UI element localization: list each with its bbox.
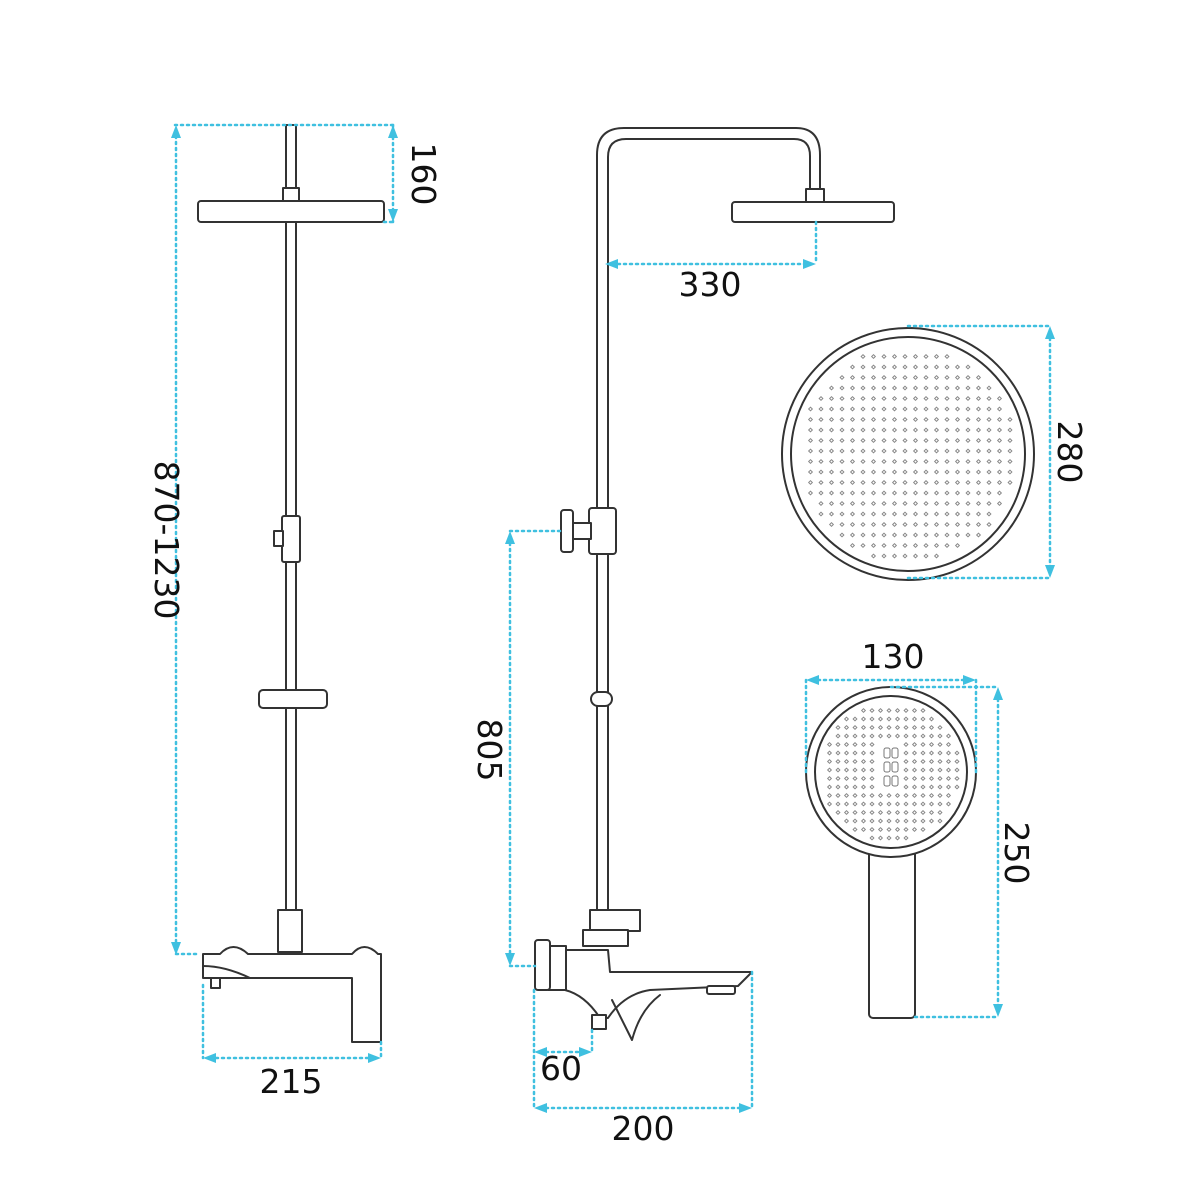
dim-label-200: 200 xyxy=(612,1109,675,1148)
front-mixer-spout xyxy=(202,965,251,979)
dim-label-215: 215 xyxy=(260,1062,323,1101)
side-slider-holder xyxy=(590,691,613,707)
front-mixer-body xyxy=(202,946,382,1043)
side-head-connector xyxy=(805,188,825,203)
front-mixer-inlet xyxy=(210,977,221,989)
side-rain-head xyxy=(731,201,895,223)
hand-shower-head-outer xyxy=(805,686,977,858)
side-clamp-knob xyxy=(560,509,574,553)
dimension-lines xyxy=(173,123,1052,1110)
dimension-labels: 160 870-1230 215 330 805 60 200 280 130 … xyxy=(147,143,1089,1149)
hand-shower-handle xyxy=(868,839,916,1019)
front-clamp-knob xyxy=(273,530,284,547)
dim-label-330: 330 xyxy=(679,265,742,304)
side-mixer-lever xyxy=(611,994,661,1041)
hand-shower xyxy=(805,686,977,1019)
side-view xyxy=(534,127,895,1041)
front-view xyxy=(197,124,385,1043)
dimension-arrows xyxy=(171,125,1055,1113)
side-diverter-stem xyxy=(582,929,629,947)
hand-shower-nozzles xyxy=(826,707,960,841)
front-height-clamp xyxy=(281,515,301,563)
side-clamp-body xyxy=(588,507,617,555)
rain-head-outer-ring xyxy=(781,327,1035,581)
side-mixer-inlet xyxy=(591,1014,607,1030)
front-head-connector xyxy=(282,187,300,202)
dim-label-805: 805 xyxy=(470,719,509,782)
dim-label-60: 60 xyxy=(540,1049,582,1088)
hand-shower-center-slots xyxy=(883,747,899,787)
side-diverter-block xyxy=(589,909,641,932)
hand-shower-head-inner xyxy=(814,695,968,849)
side-mixer-body xyxy=(564,949,753,1019)
dim-label-130: 130 xyxy=(862,637,925,676)
dim-label-250: 250 xyxy=(997,822,1036,885)
rain-head-nozzles xyxy=(807,353,1013,559)
dim-label-870-1230: 870-1230 xyxy=(147,461,186,620)
front-diverter-block xyxy=(277,909,303,953)
side-riser-pipe xyxy=(596,127,821,913)
dim-label-280: 280 xyxy=(1050,421,1089,484)
side-spout-aerator xyxy=(706,985,736,995)
rain-head-face xyxy=(781,327,1035,581)
side-wall-flange-cap xyxy=(534,939,551,991)
front-rain-head xyxy=(197,200,385,223)
rain-head-inner-ring xyxy=(790,336,1026,572)
front-slider-holder xyxy=(258,689,328,709)
front-riser-pipe-top xyxy=(285,124,297,191)
dim-label-160: 160 xyxy=(404,143,443,206)
front-riser-pipe xyxy=(285,221,297,913)
